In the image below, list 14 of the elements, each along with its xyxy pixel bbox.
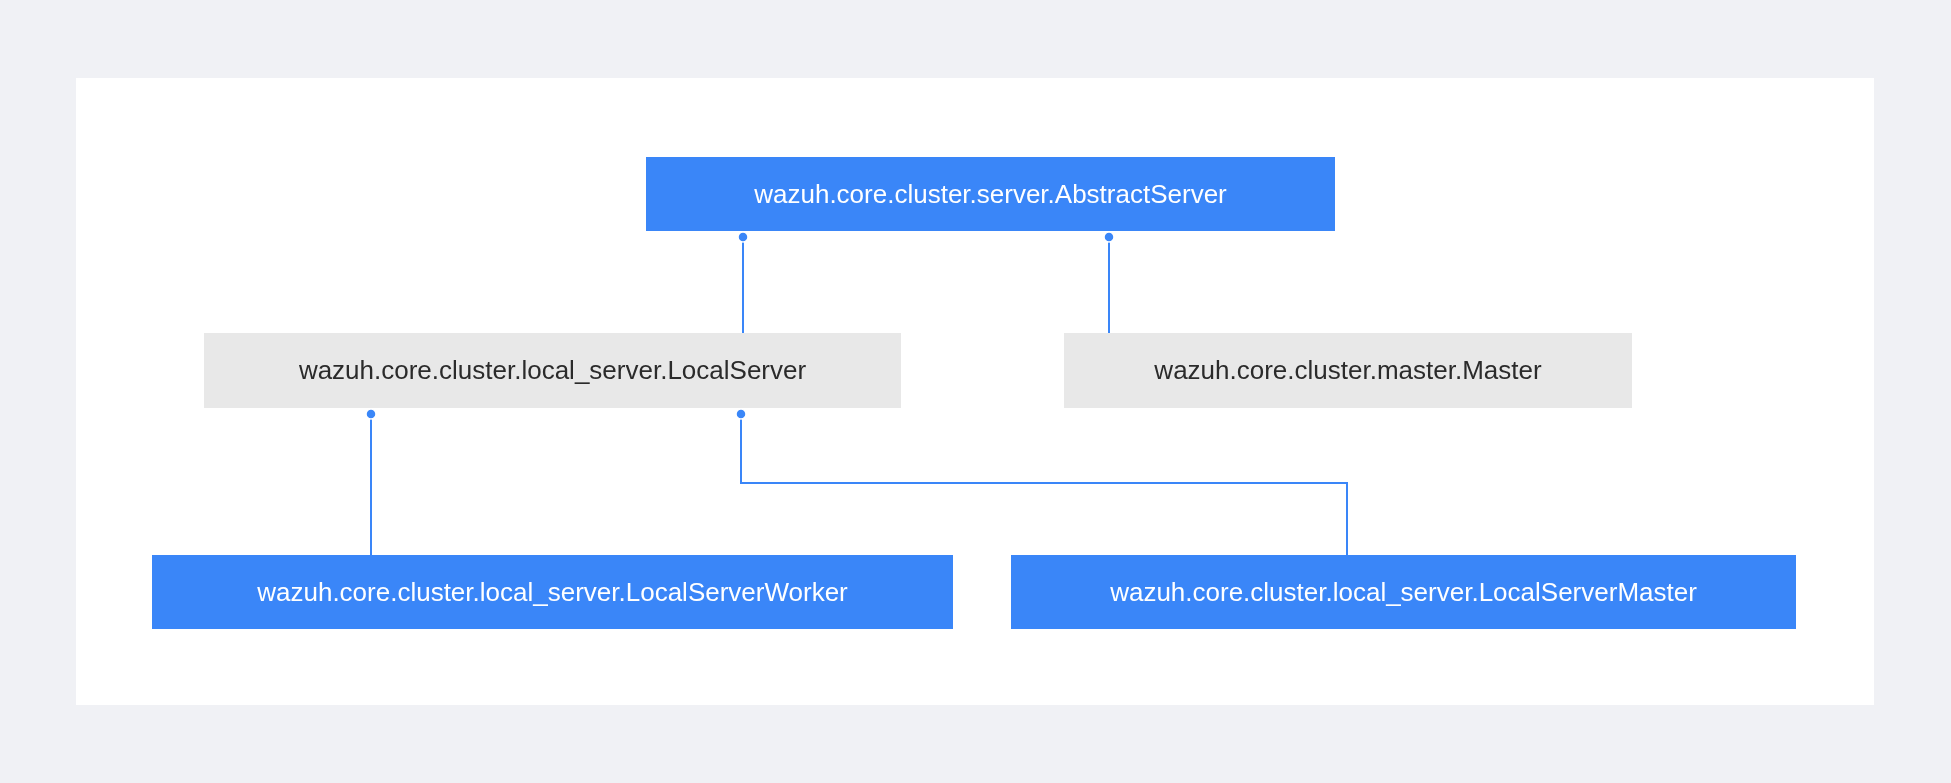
inheritance-connector bbox=[365, 408, 377, 556]
class-box bbox=[152, 555, 953, 629]
class-name: wazuh.core.cluster.local_server.LocalServer bbox=[298, 355, 807, 386]
class-name: wazuh.core.cluster.master.Master bbox=[1154, 355, 1542, 386]
class-name: wazuh.core.cluster.local_server.LocalServerWorker bbox=[257, 576, 848, 608]
class-box bbox=[1011, 555, 1796, 629]
inheritance-connector bbox=[737, 231, 749, 334]
inheritance-connector bbox=[735, 408, 1348, 556]
class-box bbox=[646, 157, 1335, 231]
class-name: wazuh.core.cluster.server.AbstractServer bbox=[754, 178, 1227, 210]
class-box bbox=[204, 333, 901, 408]
class-box bbox=[1064, 333, 1632, 408]
inheritance-connector bbox=[1103, 231, 1115, 334]
class-name: wazuh.core.cluster.local_server.LocalServerMaster bbox=[1110, 576, 1697, 608]
